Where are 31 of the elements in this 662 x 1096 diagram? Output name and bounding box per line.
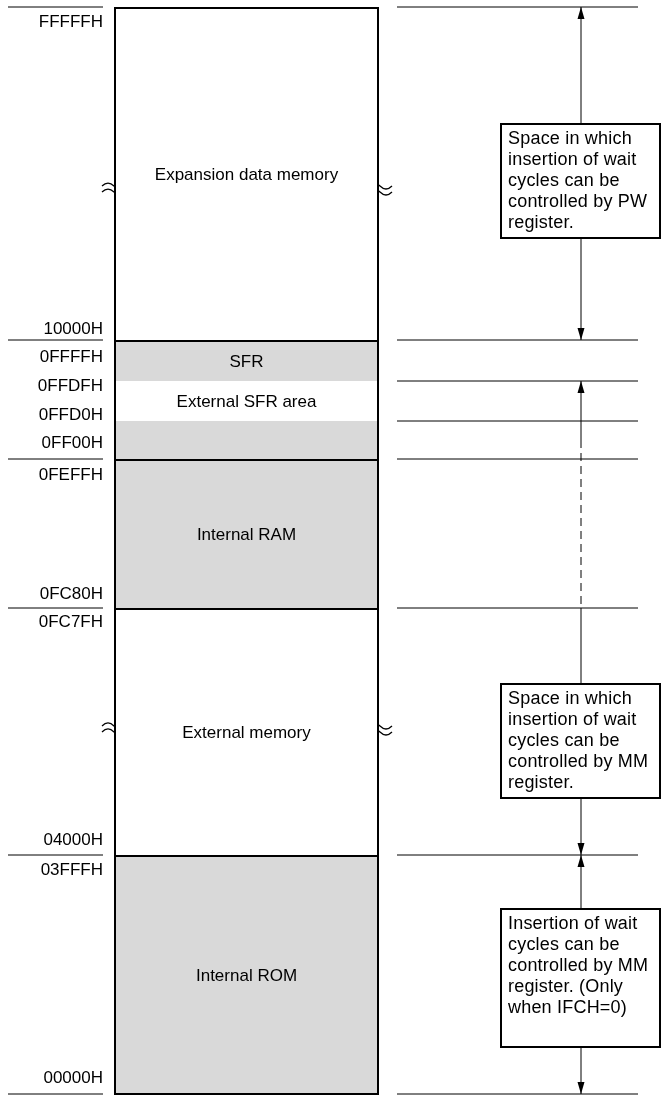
note-box bbox=[500, 683, 661, 799]
memory-region bbox=[114, 459, 379, 608]
memory-region bbox=[114, 608, 379, 855]
address-label: 03FFFH bbox=[40, 861, 103, 879]
address-label: 04000H bbox=[43, 831, 103, 849]
address-label: 0FC7FH bbox=[38, 613, 103, 631]
address-label: 0FC80H bbox=[39, 585, 103, 603]
memory-region bbox=[114, 381, 379, 421]
address-label: 0FFD0H bbox=[38, 406, 103, 424]
address-label: 10000H bbox=[43, 320, 103, 338]
region-label: Internal ROM bbox=[195, 964, 298, 986]
memory-region bbox=[114, 855, 379, 1095]
address-label: 0FFFFH bbox=[39, 348, 103, 366]
note-text: Insertion of wait cycles can be controlled by MM register. (Only when IFCH=0) bbox=[508, 913, 649, 1018]
region-label: External memory bbox=[182, 722, 311, 743]
note-box bbox=[500, 908, 661, 1048]
region-label: External SFR area bbox=[176, 390, 317, 412]
region-label: Internal RAM bbox=[196, 524, 297, 545]
memory-region bbox=[114, 7, 379, 340]
address-label: 0FEFFH bbox=[38, 466, 103, 484]
note-box bbox=[500, 123, 661, 239]
region-label: SFR bbox=[229, 351, 264, 372]
address-label: FFFFFH bbox=[38, 13, 103, 31]
memory-region bbox=[114, 340, 379, 381]
address-label: 00000H bbox=[43, 1069, 103, 1087]
reserved-region bbox=[114, 421, 379, 459]
note-text: Space in which insertion of wait cycles can be controlled by PW register. bbox=[508, 128, 649, 233]
address-label: 0FFDFH bbox=[37, 377, 103, 395]
address-label: 0FF00H bbox=[41, 434, 103, 452]
note-text: Space in which insertion of wait cycles can be controlled by MM register. bbox=[508, 688, 649, 793]
region-label: Expansion data memory bbox=[154, 164, 339, 185]
